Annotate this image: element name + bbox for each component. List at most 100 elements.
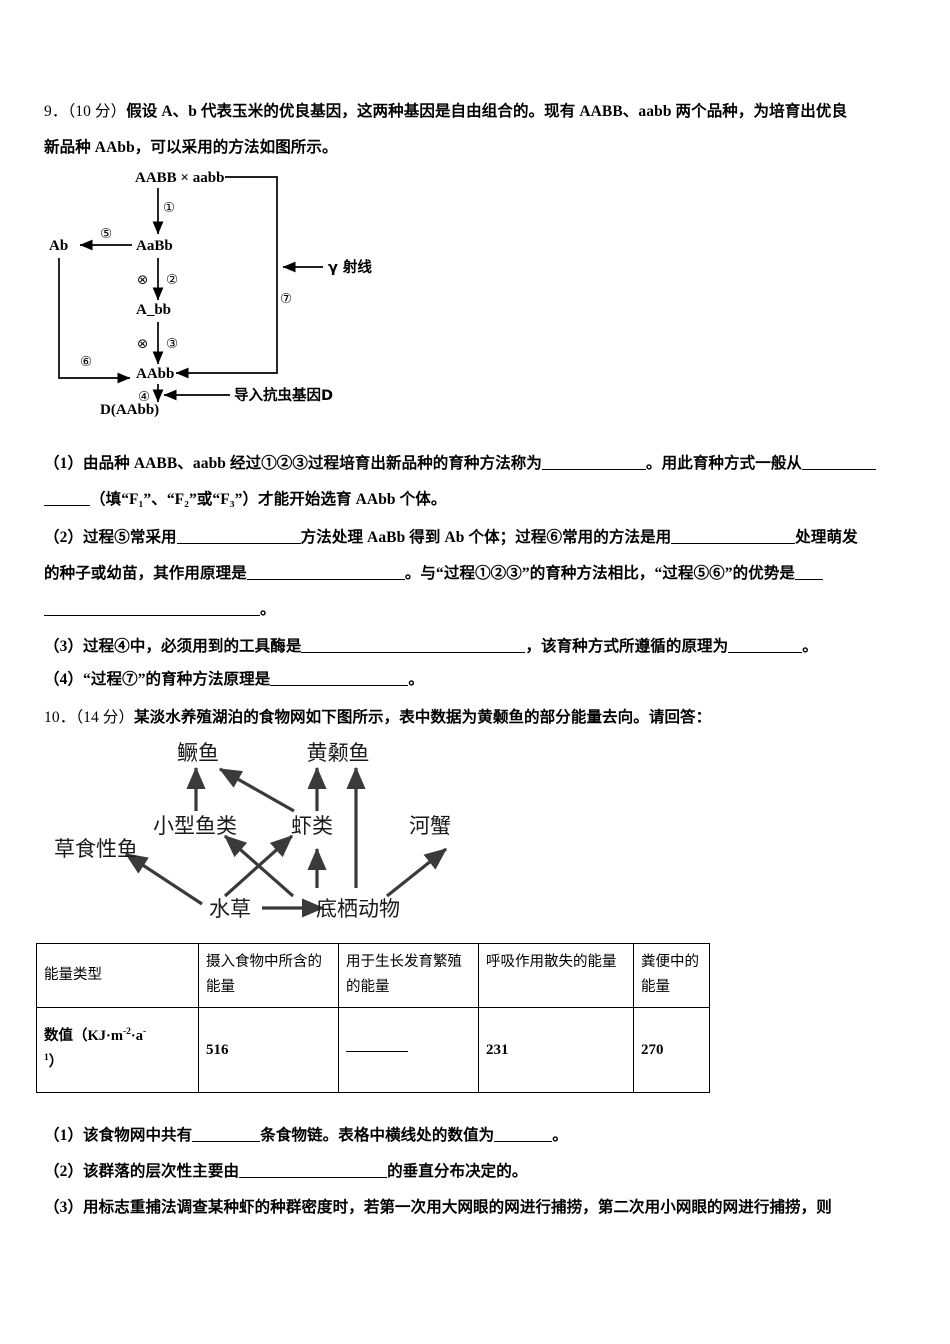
question-9-stem-line-2: 新品种 AAbb，可以采用的方法如图所示。 [44,139,338,156]
answer-blank[interactable] [795,566,824,580]
question-9-sub-1-line-2: （填“F₁”、“F₂”或“F₃”）才能开始选育 AAbb 个体。 [44,492,446,508]
answer-blank[interactable] [44,492,90,506]
question-9-sub-2-line-3: 。 [44,602,276,618]
answer-blank[interactable] [346,1040,408,1052]
answer-blank[interactable] [671,530,796,544]
table-cell-growth-value [338,1006,479,1093]
node-xialei: 虾类 [291,814,333,838]
question-9-number: 9． [44,103,68,120]
answer-blank[interactable] [301,639,526,653]
table-header-intake: 摄入食物中所含的能量 [198,943,339,1008]
answer-blank[interactable] [494,1128,553,1142]
question-9-sub-1-line-1: （1）由品种 AABB、aabb 经过①②③过程培育出新品种的育种方法称为 。用此… [44,455,877,472]
node-transgenic: D(AAbb) [100,402,159,418]
edge-shuicao-to-xialei [223,834,294,898]
q9-sub2-mid2: 处理萌发 [795,529,858,546]
step-label-2: ② [166,272,178,288]
q9-sub2-mid1: 方法处理 AaBb 得到 Ab 个体；过程⑥常用的方法是用 [300,529,672,546]
q9-sub2-prefix: （2）过程⑤常采用 [44,529,177,546]
selfing-symbol-1: ⊗ [137,272,148,288]
q9-sub1-mid: 。用此育种方式一般从 [646,455,803,472]
question-10-sub-2: （2）该群落的层次性主要由 的垂直分布决定的。 [44,1164,527,1180]
q9-sub2-line2b: 。与“过程①②③”的育种方法相比，“过程⑤⑥”的优势是 [404,565,796,582]
node-guiyu: 鳜鱼 [177,741,219,765]
answer-blank[interactable] [728,639,803,653]
question-10-sub-3: （3）用标志重捕法调查某种虾的种群密度时，若第一次用大网眼的网进行捕捞，第二次用… [44,1199,832,1216]
arrow-step-6 [58,258,131,384]
q10-sub1-end: 。 [552,1127,568,1144]
energy-data-table: 能量类型 摄入食物中所含的能量 用于生长发育繁殖的能量 呼吸作用散失的能量 粪便… [36,943,710,1093]
edge-dixi-to-hexie [386,847,448,898]
table-cell-intake-value: 516 [198,1006,339,1093]
q9-sub1-prefix: （1）由品种 AABB、aabb 经过①②③过程培育出新品种的育种方法称为 [44,455,543,472]
answer-blank[interactable] [176,530,301,544]
node-f2: A_bb [136,302,171,318]
question-10-number: 10． [44,709,76,726]
question-10-stem-text: 某淡水养殖湖泊的食物网如下图所示，表中数据为黄颡鱼的部分能量去向。请回答： [134,709,712,726]
row-label-sup-m: -2 [122,1027,131,1038]
node-shuicao: 水草 [209,897,251,921]
q9-sub2-line3: 。 [260,601,276,618]
table-cell-feces-value: 270 [633,1006,710,1093]
answer-blank[interactable] [542,456,647,470]
breeding-flow-diagram: AABB × aabb AaBb A_bb AAbb Ab D(AAbb) [40,166,372,426]
q9-sub4-end: 。 [408,671,424,688]
q10-sub2-prefix: （2）该群落的层次性主要由 [44,1163,240,1180]
label-gene-d: 导入抗虫基因D [234,386,333,404]
food-web-diagram: 鳜鱼 黄颡鱼 小型鱼类 虾类 河蟹 草食性鱼 水草 底栖动物 [40,736,500,936]
node-parents: AABB × aabb [135,170,224,186]
answer-blank[interactable] [246,566,405,580]
step-label-6: ⑥ [80,354,92,370]
q10-sub2-end: 的垂直分布决定的。 [387,1163,528,1180]
row-label-sup-1: 1 [44,1052,49,1063]
node-f1: AaBb [136,238,173,254]
q9-sub3-end: 。 [802,638,818,655]
question-9-sub-2-line-1: （2）过程⑤常采用 方法处理 AaBb 得到 Ab 个体；过程⑥常用的方法是用 处理… [44,530,858,546]
table-cell-respiration-value: 231 [478,1006,634,1093]
edge-shuicao-to-caoshi [124,852,203,906]
step-label-4: ④ [138,389,150,405]
arrow-step-7 [175,176,278,379]
table-header-growth: 用于生长发育繁殖的能量 [338,943,479,1008]
row-label-part1: 数值（KJ·m [44,1028,123,1045]
q9-sub3-mid: ，该育种方式所遵循的原理为 [525,638,729,655]
q9-sub2-line2a: 的种子或幼苗，其作用原理是 [44,565,247,582]
edge-xialei-to-guiyu [218,767,295,813]
row-label-sup-a: - [142,1027,147,1038]
table-header-feces: 粪便中的能量 [633,943,710,1008]
question-10-sub-1: （1）该食物网中共有 条食物链。表格中横线处的数值为 。 [44,1128,568,1144]
q9-sub4-prefix: （4）“过程⑦”的育种方法原理是 [44,671,271,688]
answer-blank[interactable] [239,1164,388,1178]
question-9-sub-2-line-2: 的种子或幼苗，其作用原理是 。与“过程①②③”的育种方法相比，“过程⑤⑥”的优势是 [44,565,824,582]
q9-sub1-line2: （填“F₁”、“F₂”或“F₃”）才能开始选育 AAbb 个体。 [90,491,447,508]
answer-blank[interactable] [192,1128,261,1142]
table-value-row: 数值（KJ·m-2·a-1） 516 231 270 [36,1006,710,1093]
answer-blank[interactable] [270,672,409,686]
node-dixi: 底栖动物 [316,897,400,921]
label-gamma-ray: γ 射线 [328,258,372,276]
q9-sub3-prefix: （3）过程④中，必须用到的工具酶是 [44,638,302,655]
q10-sub1-mid: 条食物链。表格中横线处的数值为 [260,1127,495,1144]
question-9-stem-line-1: 9．（10 分）假设 A、b 代表玉米的优良基因，这两种基因是自由组合的。现有 … [44,104,847,120]
step-label-1: ① [163,200,175,216]
node-huangsang: 黄颡鱼 [307,741,370,765]
node-f3: AAbb [136,366,174,382]
table-header-respiration: 呼吸作用散失的能量 [478,943,634,1008]
step-label-7: ⑦ [280,291,292,307]
step-label-3: ③ [166,336,178,352]
answer-blank[interactable] [802,456,877,470]
row-label-part3: ） [48,1053,64,1070]
question-10-stem: 10．（14 分）某淡水养殖湖泊的食物网如下图所示，表中数据为黄颡鱼的部分能量去… [44,710,711,726]
answer-blank[interactable] [44,602,260,616]
table-header-energy-type: 能量类型 [36,943,199,1008]
question-9-sub-4: （4）“过程⑦”的育种方法原理是 。 [44,672,424,688]
node-gamete-ab: Ab [49,238,68,254]
question-9-score: （10 分） [67,103,127,120]
node-caoshi: 草食性鱼 [54,837,138,861]
q10-sub1-prefix: （1）该食物网中共有 [44,1127,193,1144]
question-9-stem-text: 假设 A、b 代表玉米的优良基因，这两种基因是自由组合的。现有 AABB、aab… [126,103,848,120]
question-9-sub-3: （3）过程④中，必须用到的工具酶是 ，该育种方式所遵循的原理为 。 [44,639,818,655]
node-xiaoxing: 小型鱼类 [153,814,237,838]
step-label-5: ⑤ [100,226,112,242]
